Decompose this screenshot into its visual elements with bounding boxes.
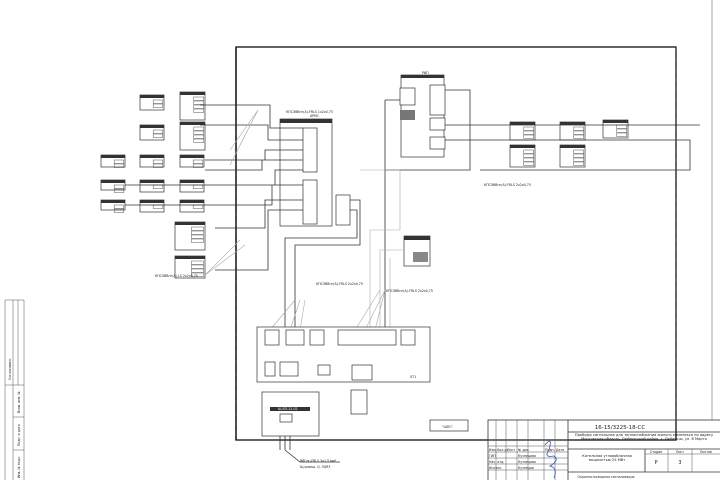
svg-text:Взам. инв. №: Взам. инв. №	[17, 391, 21, 413]
svg-text:Стадия: Стадия	[650, 450, 662, 454]
drawing-code: 16-15/3225-18-СС	[595, 425, 646, 431]
svg-text:Инв. № подл.: Инв. № подл.	[17, 456, 21, 478]
device-block	[139, 179, 165, 193]
field-devices-left	[100, 91, 206, 279]
terminal-strip: ХТ1	[256, 326, 431, 383]
svg-text:Изм.: Изм.	[489, 448, 497, 452]
device-block	[602, 119, 629, 139]
device-block	[179, 199, 205, 213]
device-block	[174, 221, 206, 251]
device-block	[139, 199, 165, 213]
device-block	[559, 121, 586, 141]
device-block	[179, 91, 206, 121]
cable-label: КПСЭВВнг(А)-LS 2x2x0,75	[155, 274, 198, 278]
title-block: 16-15/3225-18-СС Пробуфр сигнальное для …	[487, 419, 720, 480]
svg-text:Подп.: Подп.	[545, 448, 555, 452]
signature	[544, 440, 557, 479]
wiring	[125, 89, 700, 463]
svg-text:АРМ1: АРМ1	[310, 114, 319, 118]
device-block	[139, 94, 165, 111]
svg-text:Листов: Листов	[700, 450, 712, 454]
svg-text:Лист: Лист	[507, 448, 515, 452]
device-block	[174, 255, 206, 279]
breaker-panel: Щ БП-12-02	[261, 389, 368, 437]
svg-text:Кол.уч: Кол.уч	[497, 448, 508, 452]
svg-text:ГИП: ГИП	[489, 454, 496, 458]
device-block	[100, 154, 126, 168]
device-block	[100, 179, 126, 193]
svg-text:Кузнецова: Кузнецова	[518, 460, 536, 464]
device-block	[559, 144, 586, 168]
power-source-label: Щ.освещ. Q. 3QR3	[300, 465, 330, 469]
svg-text:Исполн.: Исполн.	[489, 466, 502, 470]
svg-text:Подп. и дата: Подп. и дата	[17, 424, 21, 446]
svg-text:ХТ1: ХТ1	[410, 375, 416, 379]
sheet-value: 3	[678, 460, 681, 466]
svg-text:Кузнецов: Кузнецов	[518, 466, 534, 470]
svg-text:"ШПС": "ШПС"	[442, 425, 453, 429]
device-block	[509, 144, 536, 168]
stage-value: Р	[654, 460, 657, 466]
svg-text:Согласовано: Согласовано	[8, 359, 12, 380]
device-block	[179, 179, 205, 193]
svg-text:Нач. отд.: Нач. отд.	[489, 460, 504, 464]
device-block	[139, 154, 165, 168]
cable-label: КПСЭВВнг(А)-FRLS 2x2x0,75	[484, 183, 531, 187]
power-cable-label: ВВГнг-FRLS 3х1,5 мм²	[300, 459, 337, 463]
device-block	[509, 121, 536, 141]
building-name: Котельная угловоблочная мощностью 25 МВт	[582, 454, 632, 463]
cable-label: КПСЭВВнг(А)-FRLS 1x2x0,75	[286, 110, 333, 114]
device-block	[179, 121, 206, 151]
cable-label: КПСЭВВнг(А)-FRLS 2x2x0,75	[316, 282, 363, 286]
object-name: Пробуфр сигнальное для теплоснабжения жи…	[574, 433, 714, 442]
device-block	[100, 199, 126, 213]
svg-text:РИП: РИП	[422, 71, 429, 75]
rs-unit: РИП	[399, 71, 446, 158]
svg-text:№ док.: № док.	[518, 448, 529, 452]
device-block	[139, 124, 165, 141]
field-devices-right	[509, 119, 629, 168]
svg-text:Лист: Лист	[676, 450, 684, 454]
sheet-title: Охранно-пожарная сигнализация	[578, 475, 635, 479]
svg-text:Щ БП-12-02: Щ БП-12-02	[278, 407, 298, 411]
svg-text:Дата: Дата	[556, 448, 564, 452]
device-block	[179, 154, 205, 168]
power-supply-unit	[403, 235, 431, 267]
cable-label: КПСЭВВнг(А)-FRLS 2x2x0,75	[386, 289, 433, 293]
svg-text:Кузнецова: Кузнецова	[518, 454, 536, 458]
main-control-unit: АРМ1	[279, 114, 351, 227]
left-margin-stamp: Согласовано Взам. инв. № Подп. и дата Ин…	[4, 299, 25, 480]
cabinet-label-box	[429, 419, 469, 432]
